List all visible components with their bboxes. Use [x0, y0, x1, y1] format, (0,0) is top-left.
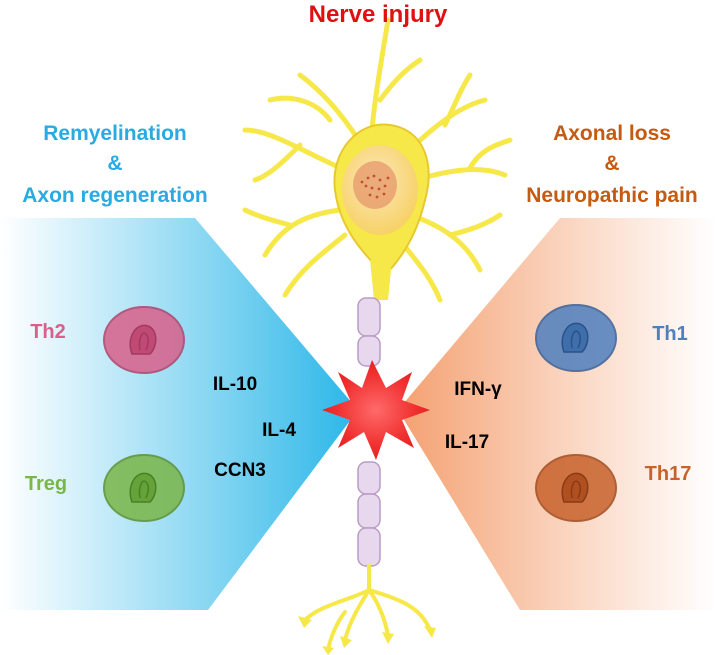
myelin-segments [357, 297, 381, 567]
cytokine-il4: IL-4 [262, 420, 296, 441]
th2-cell [103, 306, 185, 374]
th2-label: Th2 [30, 321, 66, 343]
left-heading-line1: Remyelination [43, 122, 187, 145]
left-wedge [0, 218, 358, 610]
right-wedge [398, 218, 716, 610]
right-heading-line1: Axonal loss [553, 122, 671, 145]
left-heading-amp: & [107, 152, 122, 175]
th1-label: Th1 [652, 323, 688, 345]
neuron-nucleus [353, 161, 397, 209]
terminal-knobs [298, 616, 436, 655]
right-heading-amp: & [604, 152, 619, 175]
cytokine-il10: IL-10 [213, 374, 257, 395]
th17-cell [535, 454, 617, 522]
left-heading-line2: Axon regeneration [22, 184, 208, 207]
treg-label: Treg [25, 473, 67, 495]
axon-hillock [370, 260, 392, 300]
th1-cell [535, 304, 617, 372]
right-heading-line2: Neuropathic pain [526, 184, 698, 207]
th17-label: Th17 [645, 463, 692, 485]
axon-terminals [303, 564, 432, 652]
treg-cell [103, 454, 185, 522]
injury-star [322, 360, 430, 460]
cytokine-il17: IL-17 [445, 432, 489, 453]
cytokine-ccn3: CCN3 [214, 460, 266, 481]
cytokine-ifng: IFN-γ [454, 379, 502, 400]
title: Nerve injury [309, 1, 448, 28]
nucleus-dots [360, 174, 390, 199]
